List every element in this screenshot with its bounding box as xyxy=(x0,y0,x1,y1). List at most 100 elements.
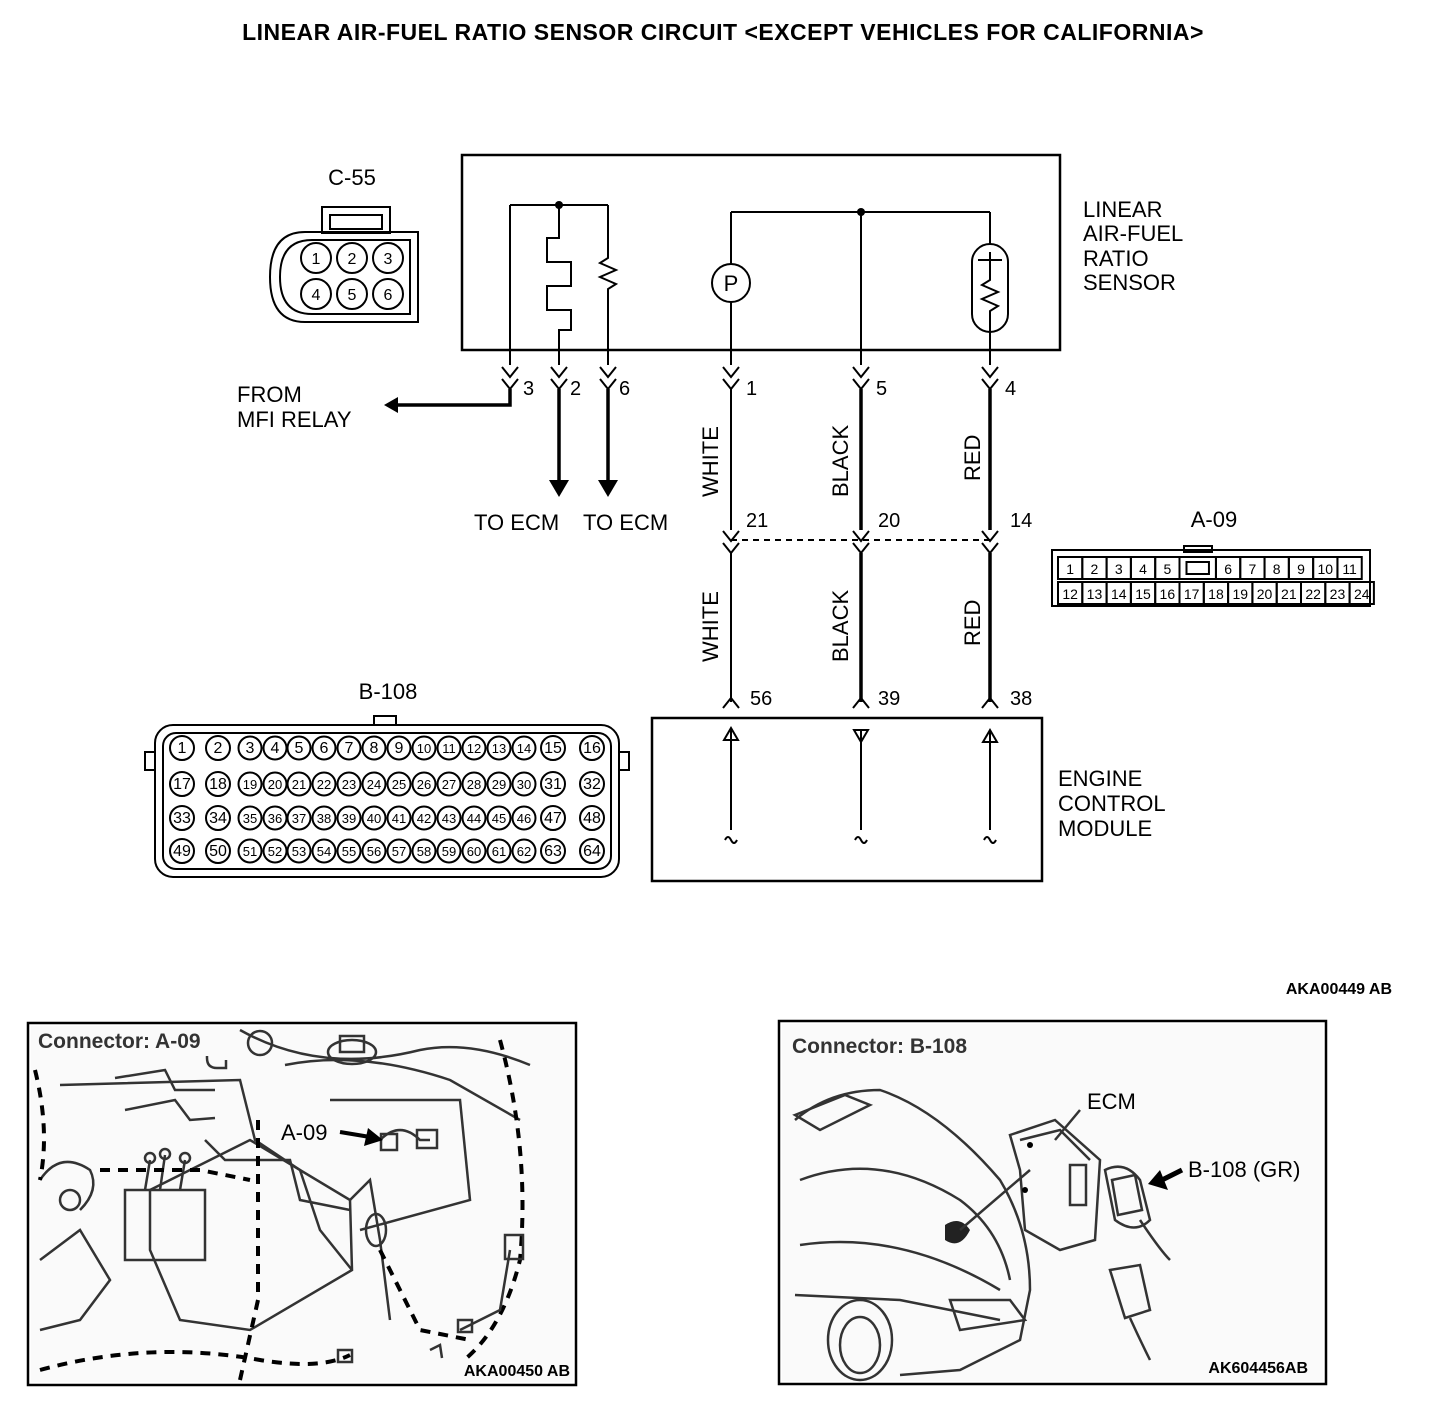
b108-pin-label: 9 xyxy=(395,740,404,757)
b108-pin-label: 48 xyxy=(583,810,601,827)
b108-pin-label: 59 xyxy=(442,844,456,859)
connector-c55-label: C-55 xyxy=(328,165,376,190)
b108-pin xyxy=(436,771,462,797)
ecm-leader-line xyxy=(1054,1109,1081,1141)
b108-pin xyxy=(411,805,437,831)
b108-pin xyxy=(540,771,566,797)
b108-pin-label: 35 xyxy=(243,811,257,826)
b108-pin-label: 21 xyxy=(292,777,306,792)
a09-pin-label: 22 xyxy=(1305,586,1321,602)
b108-pin-label: 46 xyxy=(517,811,531,826)
panel-b108-code: AK604456AB xyxy=(1208,1360,1308,1377)
connector-c55: C-55 1 2 3 4 5 6 xyxy=(268,165,419,323)
b108-pin xyxy=(311,771,337,797)
a09-cell xyxy=(1336,556,1363,580)
svg-text:1: 1 xyxy=(312,251,321,268)
b108-pin xyxy=(511,838,537,864)
b108-pin xyxy=(386,771,412,797)
b108-pin-label: 8 xyxy=(370,740,379,757)
b108-pin xyxy=(540,838,566,864)
wire-color-black-lower: BLACK xyxy=(828,590,853,662)
svg-text:CONTROL: CONTROL xyxy=(1058,791,1166,816)
b108-pin-label: 55 xyxy=(342,844,356,859)
c55-pin-row-bottom: 4 5 6 xyxy=(300,278,404,310)
b108-pin-label: 37 xyxy=(292,811,306,826)
b108-pin-label: 39 xyxy=(342,811,356,826)
b108-pin-label: 24 xyxy=(367,777,381,792)
svg-text:39: 39 xyxy=(878,688,900,710)
sensor-label: LINEAR AIR-FUEL RATIO SENSOR xyxy=(1083,197,1183,295)
b108-pin xyxy=(286,838,312,864)
b108-callout-arrow xyxy=(1160,1167,1184,1183)
svg-text:2: 2 xyxy=(348,251,357,268)
b108-pin-label: 6 xyxy=(320,740,329,757)
b108-pin-label: 19 xyxy=(243,777,257,792)
a09-pin-label: 9 xyxy=(1297,561,1305,577)
b108-pin-label: 17 xyxy=(173,776,191,793)
mfi-relay-feed: FROM MFI RELAY xyxy=(237,382,512,432)
b108-pin xyxy=(461,771,487,797)
b108-pin-label: 56 xyxy=(367,844,381,859)
svg-text:6: 6 xyxy=(384,287,393,304)
b108-pin xyxy=(361,771,387,797)
ecm-unit xyxy=(1008,1118,1102,1252)
b108-pin xyxy=(461,805,487,831)
b108-pin-label: 43 xyxy=(442,811,456,826)
b108-pin-label: 51 xyxy=(243,844,257,859)
b108-pin xyxy=(579,805,605,831)
b108-pin-label: 32 xyxy=(583,776,601,793)
a09-pin-label: 8 xyxy=(1273,561,1281,577)
b108-pin xyxy=(361,735,387,761)
svg-text:5: 5 xyxy=(348,287,357,304)
b108-pin xyxy=(436,805,462,831)
panel-b108-ecm-callout: ECM xyxy=(1087,1089,1136,1114)
svg-text:1: 1 xyxy=(746,378,757,400)
b108-pin xyxy=(286,805,312,831)
b108-pin-label: 47 xyxy=(544,810,562,827)
b108-pin-label: 22 xyxy=(317,777,331,792)
b108-pin xyxy=(511,771,537,797)
b108-pin xyxy=(361,805,387,831)
a09-pin-label: 24 xyxy=(1354,586,1370,602)
panel-connector-a09: Connector: A-09 A-09 AKA00450 AB xyxy=(26,1021,578,1387)
svg-text:FROM: FROM xyxy=(237,382,302,407)
b108-pin xyxy=(486,838,512,864)
svg-text:MODULE: MODULE xyxy=(1058,816,1152,841)
b108-pin-label: 64 xyxy=(583,843,601,860)
b108-pin xyxy=(411,838,437,864)
b108-pin-label: 45 xyxy=(492,811,506,826)
a09-pin-label: 16 xyxy=(1160,586,1176,602)
a09-pin-label: 6 xyxy=(1224,561,1232,577)
svg-text:AIR-FUEL: AIR-FUEL xyxy=(1083,221,1183,246)
a09-pin-label: 4 xyxy=(1139,561,1147,577)
b108-pin-label: 52 xyxy=(268,844,282,859)
svg-text:MFI RELAY: MFI RELAY xyxy=(237,407,352,432)
b108-pin-label: 18 xyxy=(209,776,227,793)
panel-a09-caption: Connector: A-09 xyxy=(38,1030,201,1053)
b108-pin xyxy=(205,805,231,831)
a09-pin-label: 13 xyxy=(1087,586,1103,602)
a09-cell xyxy=(1178,556,1217,580)
a09-pin-label: 10 xyxy=(1318,561,1334,577)
heater-element xyxy=(546,205,572,365)
engine-bay-illustration xyxy=(33,1028,531,1381)
b108-pin-label: 33 xyxy=(173,810,191,827)
b108-pin-label: 60 xyxy=(467,844,481,859)
b108-pin xyxy=(205,771,231,797)
ecm-box xyxy=(650,716,1044,883)
b108-pin-label: 4 xyxy=(271,740,280,757)
b108-pin xyxy=(169,805,195,831)
a09-pin-label: 17 xyxy=(1184,586,1200,602)
b108-pin xyxy=(436,735,462,761)
b108-pin xyxy=(169,838,195,864)
b108-pin xyxy=(311,735,337,761)
a09-connector-right-half xyxy=(415,1128,439,1150)
svg-text:21: 21 xyxy=(746,510,768,532)
a09-pin-label: 2 xyxy=(1091,561,1099,577)
b108-pin-label: 38 xyxy=(317,811,331,826)
connector-b108-label: B-108 xyxy=(359,679,418,704)
b108-pin xyxy=(286,771,312,797)
b108-pin-label: 30 xyxy=(517,777,531,792)
a09-pin-label: 21 xyxy=(1281,586,1297,602)
